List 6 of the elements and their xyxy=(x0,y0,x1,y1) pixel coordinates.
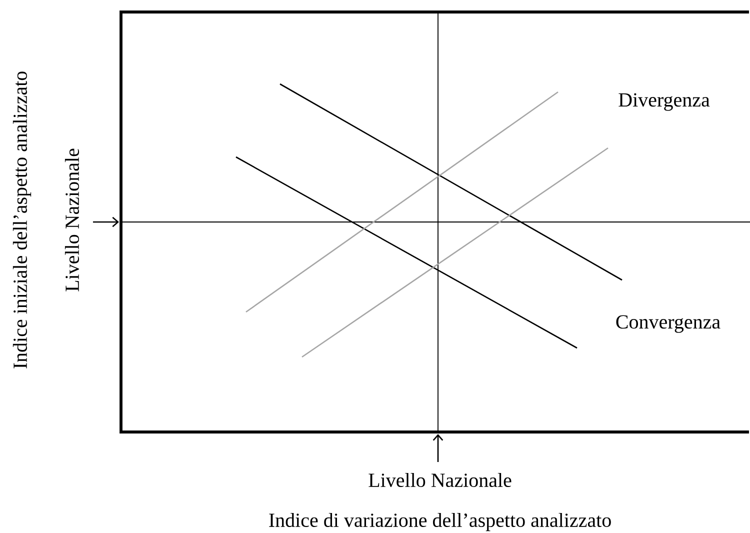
axis-title: Indice iniziale dell’aspetto analizzato xyxy=(12,72,32,368)
line-label: Divergenza xyxy=(618,93,710,111)
reference-label: Livello Nazionale xyxy=(64,148,80,292)
axis-title: Indice di variazione dell’aspetto analizzato xyxy=(269,512,611,532)
line-label: Convergenza xyxy=(616,315,720,333)
reference-label: Livello Nazionale xyxy=(368,472,512,488)
